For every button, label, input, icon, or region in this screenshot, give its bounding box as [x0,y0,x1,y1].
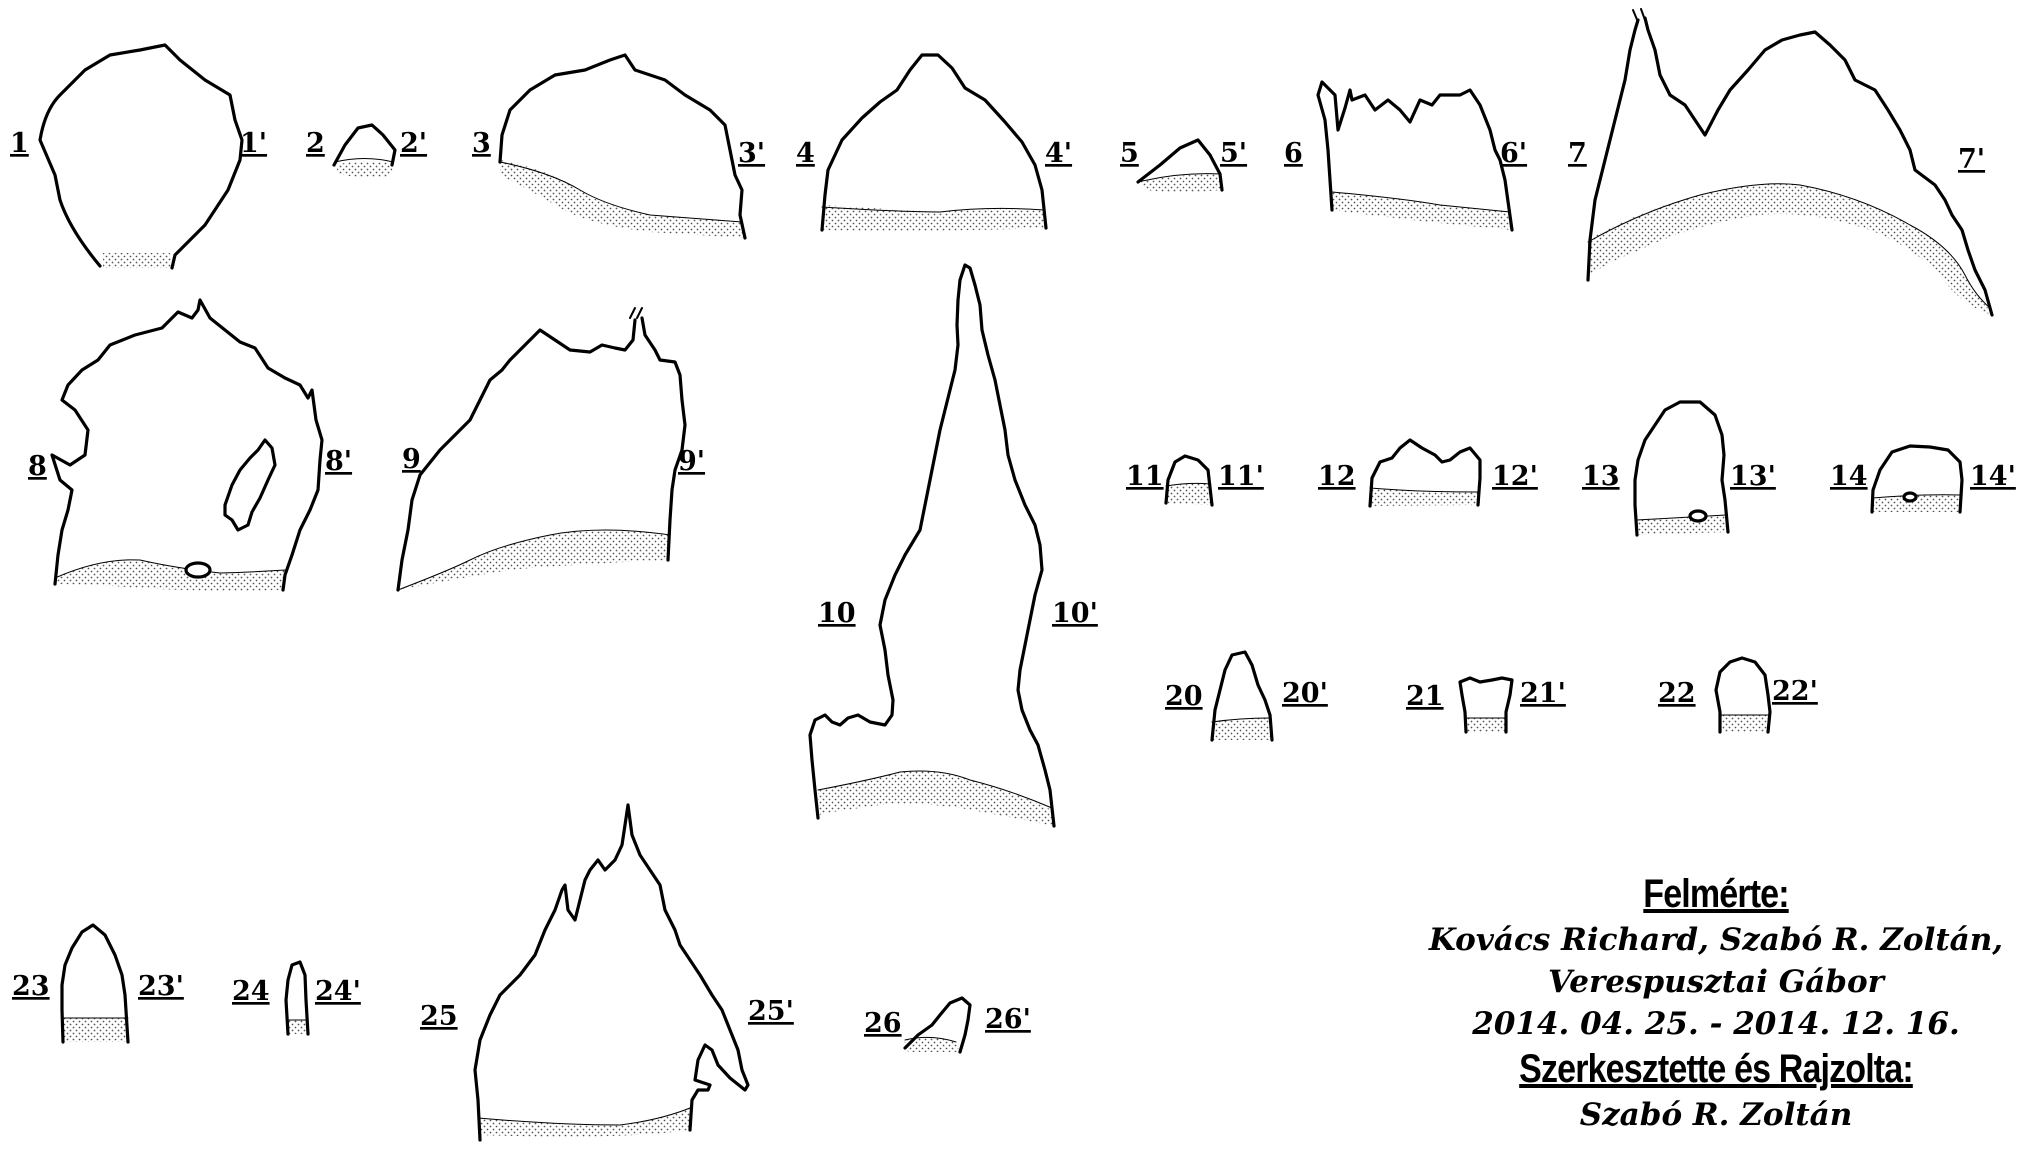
section-14 [1870,444,1964,514]
editor-name: Szabó R. Zoltán [1579,1097,1853,1133]
label-2-prime: 2' [400,128,427,159]
section-26 [903,996,972,1054]
label-20: 20 [1165,681,1203,712]
label-7: 7 [1568,138,1587,169]
label-13-prime: 13' [1730,461,1776,492]
label-5-prime: 5' [1220,138,1247,169]
section-9 [396,307,687,592]
section-22 [1714,656,1772,734]
surveyors-line-1: Kovács Richard, Szabó R. Zoltán, [1428,922,2004,958]
surveyors-line-2: Verespusztai Gábor [1548,964,1884,1000]
section-24 [284,960,310,1036]
label-1: 1 [10,128,29,159]
edited-heading: Szerkesztette és Rajzolta: [1519,1047,1913,1091]
section-10 [808,263,1056,828]
label-25: 25 [420,1001,458,1032]
label-21: 21 [1406,681,1444,712]
section-6 [1316,80,1514,232]
section-7 [1586,8,1994,317]
label-12-prime: 12' [1492,461,1538,492]
label-9: 9 [402,444,421,475]
label-24-prime: 24' [315,976,361,1007]
surveyed-heading: Felmérte: [1643,872,1789,916]
label-23: 23 [12,971,50,1002]
survey-dates: 2014. 04. 25. - 2014. 12. 16. [1472,1006,1960,1042]
label-11-prime: 11' [1218,461,1264,492]
label-13: 13 [1582,461,1620,492]
section-4 [820,53,1048,232]
section-labels: 1 1' 2 2' 3 3' 4 4' 5 5' 6 6' 7 7' 8 8' … [10,128,2016,1039]
label-20-prime: 20' [1282,678,1328,709]
label-25-prime: 25' [748,996,794,1027]
section-20 [1210,650,1274,742]
label-9-prime: 9' [678,446,705,477]
section-3 [498,53,747,240]
section-21 [1458,676,1514,734]
label-8-prime: 8' [325,446,352,477]
section-12 [1368,438,1482,508]
label-6-prime: 6' [1500,138,1527,169]
label-3: 3 [472,128,491,159]
label-6: 6 [1284,138,1303,169]
label-4: 4 [796,138,815,169]
label-7-prime: 7' [1958,144,1985,175]
section-11 [1164,454,1214,507]
label-8: 8 [28,451,47,482]
section-25 [473,803,750,1142]
section-5 [1136,138,1224,192]
label-10-prime: 10' [1052,598,1098,629]
label-11: 11 [1126,461,1164,492]
survey-credits: Felmérte: Kovács Richard, Szabó R. Zoltá… [1396,870,2036,1136]
label-24: 24 [232,976,270,1007]
section-8 [50,298,324,592]
label-10: 10 [818,598,856,629]
label-2: 2 [306,128,325,159]
label-14-prime: 14' [1970,461,2016,492]
section-2 [332,123,397,178]
section-23 [60,923,130,1044]
label-12: 12 [1318,461,1356,492]
label-3-prime: 3' [738,138,765,169]
section-13 [1633,400,1730,537]
label-23-prime: 23' [138,971,184,1002]
label-1-prime: 1' [240,128,267,159]
label-26-prime: 26' [985,1004,1031,1035]
label-26: 26 [864,1008,902,1039]
label-22-prime: 22' [1772,676,1818,707]
label-21-prime: 21' [1520,678,1566,709]
section-1 [38,43,244,270]
label-5: 5 [1120,138,1139,169]
label-22: 22 [1658,678,1696,709]
label-14: 14 [1830,461,1868,492]
label-4-prime: 4' [1045,138,1072,169]
